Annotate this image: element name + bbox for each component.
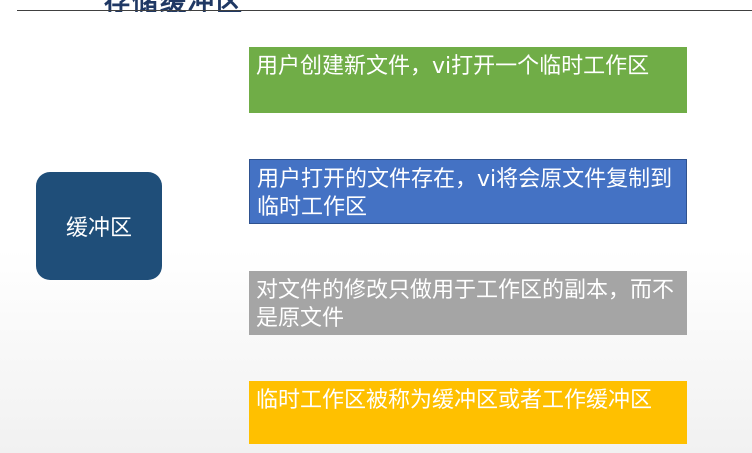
info-box-2-text: 用户打开的文件存在，vi将会原文件复制到临时工作区 <box>257 167 673 220</box>
info-box-1-text: 用户创建新文件，vi打开一个临时工作区 <box>256 54 650 79</box>
info-box-4-text: 临时工作区被称为缓冲区或者工作缓冲区 <box>256 388 653 413</box>
info-box-3: 对文件的修改只做用于工作区的副本，而不是原文件 <box>249 271 687 335</box>
center-node-label: 缓冲区 <box>65 216 132 241</box>
title-divider <box>17 10 752 11</box>
info-box-4: 临时工作区被称为缓冲区或者工作缓冲区 <box>249 381 687 444</box>
info-box-3-text: 对文件的修改只做用于工作区的副本，而不是原文件 <box>256 278 675 331</box>
info-box-2: 用户打开的文件存在，vi将会原文件复制到临时工作区 <box>249 159 687 224</box>
slide-title: 存储缓冲区 <box>104 0 244 12</box>
info-box-1: 用户创建新文件，vi打开一个临时工作区 <box>249 47 687 113</box>
center-node: 缓冲区 <box>36 172 162 280</box>
title-area: 存储缓冲区 <box>0 0 752 12</box>
